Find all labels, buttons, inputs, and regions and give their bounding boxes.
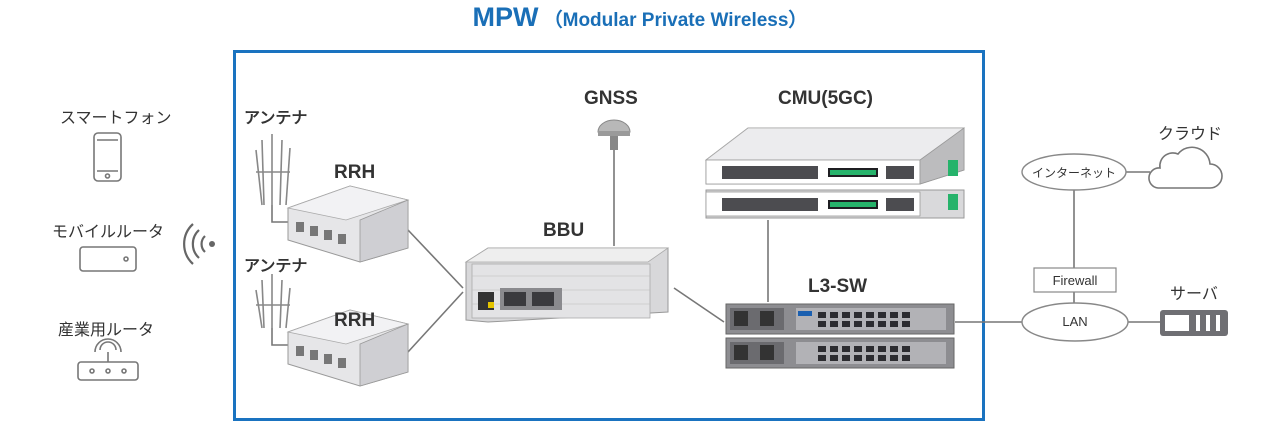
label-antenna-top: アンテナ [244,108,308,127]
title-sub: （Modular Private Wireless） [543,10,808,31]
label-rrh-bottom: RRH [334,310,376,331]
label-antenna-bottom: アンテナ [244,256,308,275]
smartphone-icon [93,132,122,182]
label-server: サーバ [1170,284,1218,303]
line-bbu-l3sw [673,287,725,323]
industrial-router-icon [77,338,139,381]
lan-node [1021,302,1129,342]
label-lan: LAN [1062,314,1088,329]
label-bbu: BBU [543,220,585,241]
label-cmu: CMU(5GC) [778,88,873,109]
l3sw-unit-2 [725,337,955,369]
wireless-signal-icon [183,223,215,265]
internet-node [1021,153,1127,191]
gnss-antenna-icon [597,119,631,150]
antenna-top-icon [255,134,291,206]
mobile-router-icon [79,246,137,272]
diagram-title: MPW （Modular Private Wireless） [0,2,1280,33]
label-cloud: クラウド [1158,124,1223,143]
l3sw-unit-1 [725,303,955,335]
label-gnss: GNSS [584,88,638,109]
label-internet: インターネット [1032,166,1117,180]
cmu-server-1 [704,127,966,185]
antenna-bottom-icon [255,274,291,329]
label-smartphone: スマートフォン [60,108,172,127]
mpw-frame [233,50,985,421]
line-rrh-bottom-bbu [407,291,464,353]
label-l3sw: L3-SW [808,276,868,297]
cmu-server-2 [705,189,965,219]
cloud-icon [1148,146,1223,189]
bbu-device [464,247,670,323]
label-industrial-router: 産業用ルータ [58,320,155,339]
label-mobile-router: モバイルルータ [52,222,165,241]
server-icon [1160,310,1228,336]
firewall-box [1033,267,1117,293]
label-firewall: Firewall [1052,273,1098,288]
rrh-bottom-device [286,309,410,387]
title-main: MPW [472,2,539,32]
label-rrh-top: RRH [334,162,376,183]
rrh-top-device [286,185,410,263]
line-rrh-top-bbu [407,229,464,289]
